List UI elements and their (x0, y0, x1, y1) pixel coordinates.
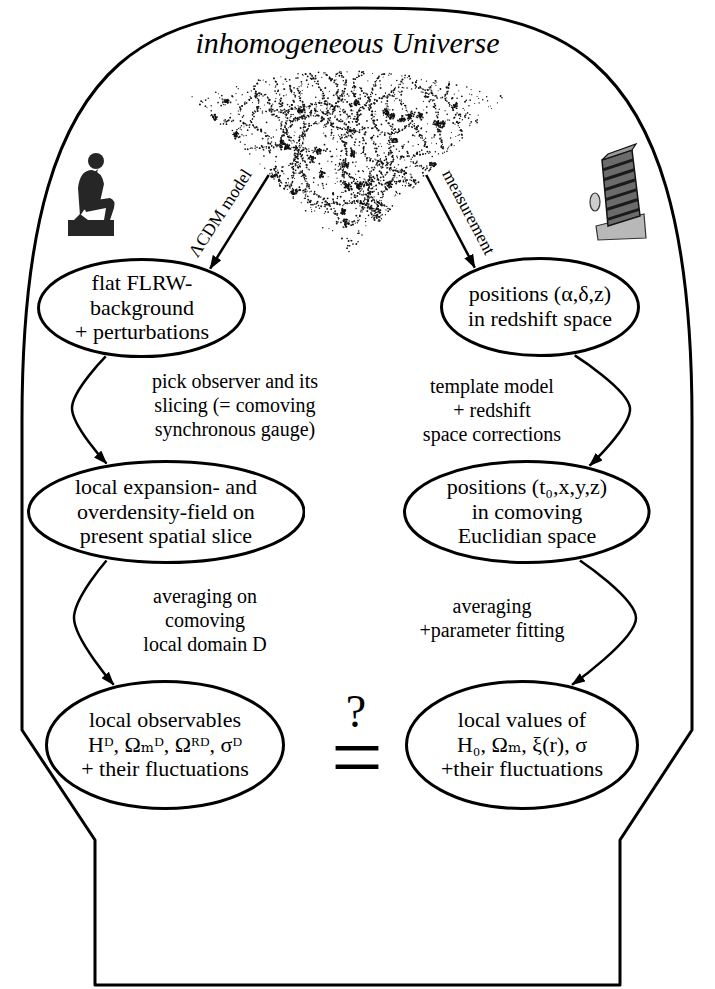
node-text: local expansion- and overdensity-field o… (66, 475, 266, 549)
result-ellipse: local values of H₀, Ωₘ, ξ(r), σ +their f… (405, 680, 639, 810)
result-ellipse: local observables Hᴰ, Ωₘᴰ, Ωᴿᴰ, σᴰ + the… (45, 680, 285, 810)
telescope-dish (590, 193, 600, 211)
flow-arrow (572, 560, 636, 684)
statue-head (88, 153, 104, 169)
node-text: local observables Hᴰ, Ωₘᴰ, Ωᴿᴰ, σᴰ + the… (75, 708, 255, 782)
telescope-top (602, 144, 636, 160)
ellipse-outline (39, 260, 245, 357)
figure-title: inhomogeneous Universe (180, 26, 515, 61)
flow-arrow (74, 560, 114, 684)
edge-label: template model + redshift space correcti… (413, 374, 571, 446)
thinker-statue (68, 153, 115, 236)
statue-arm (84, 169, 98, 199)
node-text: positions (t₀,x,y,z) in comoving Euclidi… (427, 475, 627, 549)
ellipse-outline (405, 462, 650, 563)
edge-label: ΛCDM model (184, 165, 256, 260)
statue-foot (74, 214, 88, 220)
telescope-stripes (603, 160, 639, 220)
model-ellipse: flat FLRW- background + perturbations (37, 258, 246, 358)
edge-label: pick observer and its slicing (= comovin… (146, 369, 324, 441)
head-outline (22, 8, 692, 985)
ellipse-outline (28, 462, 304, 563)
ellipse-outline (407, 682, 638, 809)
edge-label: averaging +parameter fitting (403, 594, 581, 642)
telescope-icon (590, 144, 646, 240)
statue-torso (78, 170, 104, 216)
model-ellipse: local expansion- and overdensity-field o… (27, 460, 306, 564)
ellipse-outline (47, 682, 284, 809)
edge-label: measurement (438, 166, 500, 258)
node-text: flat FLRW- background + perturbations (59, 271, 224, 345)
telescope-body (602, 150, 640, 226)
galaxy-dots (192, 71, 503, 253)
equals-sign: = (331, 711, 383, 803)
node-text: local values of H₀, Ωₘ, ξ(r), σ +their f… (435, 708, 610, 782)
statue-pedestal (68, 220, 114, 236)
ellipse-outline (442, 259, 639, 356)
node-text: positions (α,δ,z) in redshift space (465, 282, 615, 331)
data-ellipse: positions (t₀,x,y,z) in comoving Euclidi… (403, 460, 651, 564)
flow-arrow (575, 355, 630, 465)
flow-arrow (72, 356, 106, 463)
data-ellipse: positions (α,δ,z) in redshift space (440, 257, 640, 357)
edge-label: averaging on comoving local domain D (135, 584, 275, 656)
